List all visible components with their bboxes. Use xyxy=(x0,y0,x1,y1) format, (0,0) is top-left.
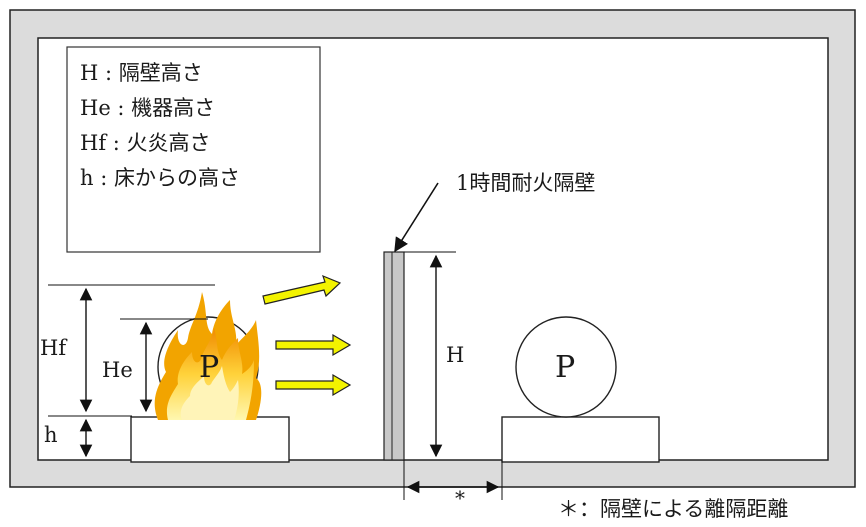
right-pump xyxy=(515,316,617,418)
right-pump-label: P xyxy=(555,350,575,385)
separation-footnote: ＊：隔壁による離隔距離 xyxy=(558,497,788,521)
legend-separator: : xyxy=(98,61,119,85)
fire-barrier-wall xyxy=(383,251,405,461)
dim-h-label: h xyxy=(44,423,58,447)
barrier-callout-arrow xyxy=(394,182,439,253)
legend-separator: : xyxy=(110,96,132,120)
legend-box xyxy=(66,46,321,253)
barrier-callout-label: 1時間耐火隔壁 xyxy=(456,171,595,195)
legend-description: 隔壁高さ xyxy=(118,61,203,85)
dim-separation-label: * xyxy=(455,486,465,510)
dim-h-wall-label: H xyxy=(446,343,464,367)
dim-he-label: He xyxy=(102,358,133,382)
legend-item-hf: Hf : 火炎高さ xyxy=(80,128,211,158)
left-pump-label: P xyxy=(199,350,219,385)
legend-separator: : xyxy=(93,166,114,190)
legend-symbol: Hf xyxy=(80,131,107,155)
dim-hf-label: Hf xyxy=(40,336,68,360)
legend-symbol: He xyxy=(80,96,111,120)
legend-description: 火炎高さ xyxy=(126,131,211,155)
legend-item-he: He : 機器高さ xyxy=(80,93,215,123)
legend-symbol: h xyxy=(80,166,94,190)
legend-separator: : xyxy=(106,131,127,155)
heat-arrow-middle xyxy=(275,333,352,357)
heat-arrow-upper xyxy=(262,274,342,305)
room-wall xyxy=(9,9,856,488)
legend-description: 床からの高さ xyxy=(113,166,240,190)
legend-description: 機器高さ xyxy=(131,96,216,120)
heat-arrow-lower xyxy=(275,373,352,397)
legend-item-h: H : 隔壁高さ xyxy=(80,58,203,88)
flame-icon xyxy=(154,292,262,420)
left-equipment-base xyxy=(130,416,290,463)
legend-item-h-floor: h : 床からの高さ xyxy=(80,163,240,193)
legend-symbol: H xyxy=(80,61,99,85)
right-equipment-base xyxy=(501,416,660,463)
